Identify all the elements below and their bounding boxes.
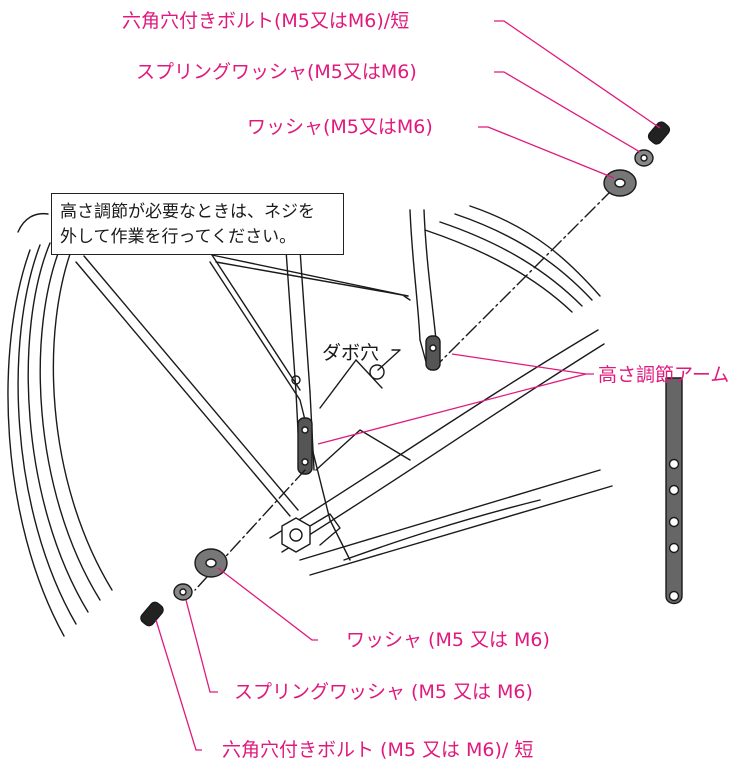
wheel-arcs (7, 205, 601, 637)
note-leader-1 (211, 254, 409, 297)
bottom-bolt (140, 601, 164, 627)
bottom-washer (194, 548, 228, 578)
height-arm-part (665, 377, 683, 605)
label-top-washer: ワッシャ(M5又はM6) (247, 116, 433, 138)
label-top-bolt: 六角穴付きボルト(M5又はM6)/短 (122, 10, 410, 32)
label-bottom-washer: ワッシャ (M5 又は M6) (346, 629, 550, 651)
assembly-axis-top (439, 189, 613, 363)
dowel-hole-mark (369, 364, 385, 380)
top-spring-washer (634, 149, 654, 167)
bottom-spring-washer (173, 583, 193, 601)
height-adjust-note: 高さ調節が必要なときは、ネジを 外して作業を行ってください。 (51, 193, 344, 255)
frame-nut (281, 513, 341, 553)
top-bolt (647, 121, 671, 145)
label-bottom-bolt: 六角穴付きボルト (M5 又は M6)/ 短 (222, 739, 534, 761)
height-arm-pieces (297, 335, 441, 475)
dowel-leader (377, 349, 401, 371)
callout-lines (155, 20, 661, 751)
label-bottom-spring-washer: スプリングワッシャ (M5 又は M6) (234, 681, 533, 703)
assembly-axis-bottom (194, 469, 306, 591)
label-top-spring-washer: スプリングワッシャ(M5又はM6) (136, 61, 417, 83)
label-height-arm: 高さ調節アーム (598, 364, 730, 386)
note-line-2: 外して作業を行ってください。 (60, 227, 297, 247)
note-leader-2 (211, 254, 301, 391)
note-line-1: 高さ調節が必要なときは、ネジを (60, 202, 315, 222)
bicycle-frame (75, 255, 613, 576)
label-dowel-hole: ダボ穴 (322, 342, 380, 364)
top-washer (603, 169, 637, 197)
